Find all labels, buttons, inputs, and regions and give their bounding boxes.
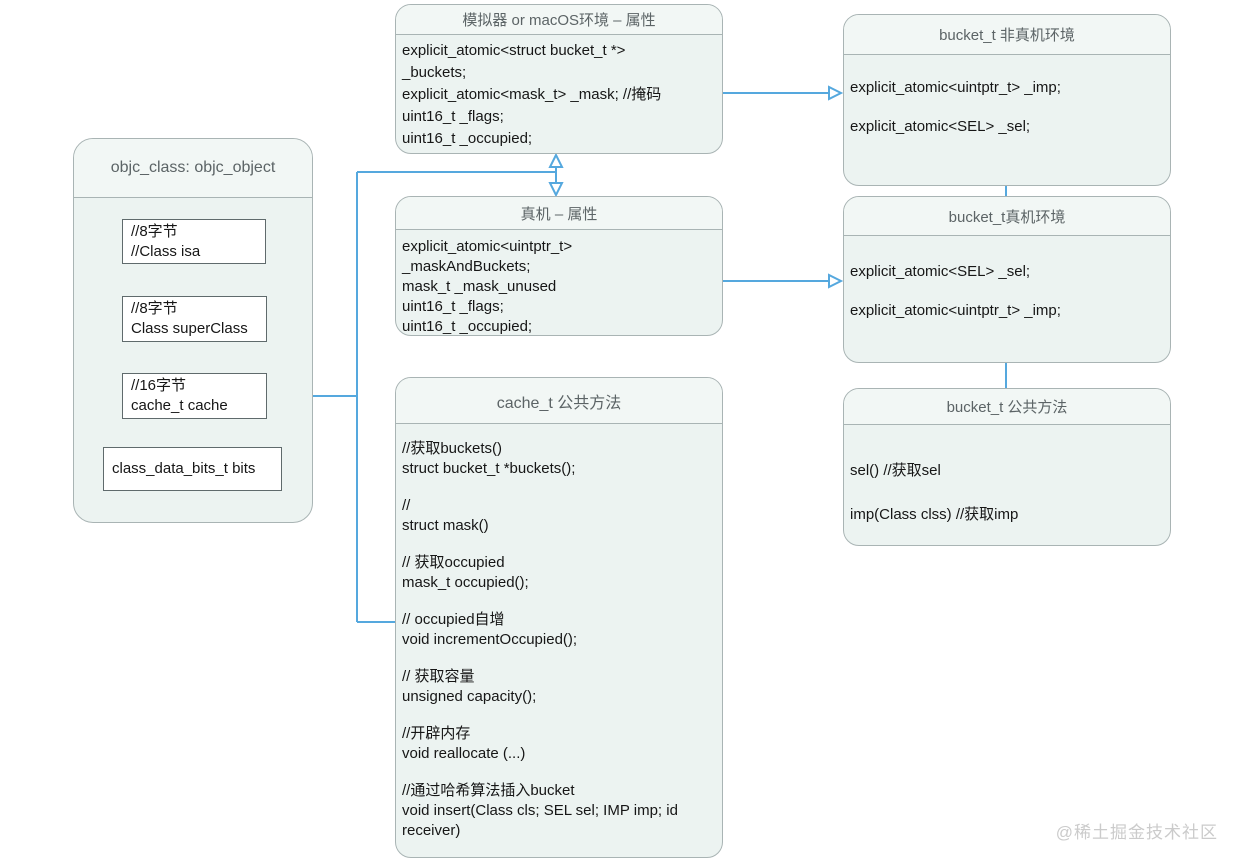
bucket-sim-imp: explicit_atomic<uintptr_t> _imp; xyxy=(850,79,1061,96)
cache-methods-title: cache_t 公共方法 xyxy=(396,378,722,424)
bucket-sim-title: bucket_t 非真机环境 xyxy=(844,15,1170,55)
simulator-props-box: 模拟器 or macOS环境 – 属性 explicit_atomic<stru… xyxy=(395,4,723,154)
method-code: mask_t occupied(); xyxy=(402,574,529,591)
arrowhead-down-icon xyxy=(548,182,564,198)
method-comment: //通过哈希算法插入bucket xyxy=(402,782,575,799)
simulator-prop-flags: uint16_t _flags; xyxy=(402,108,504,125)
device-prop-flags: uint16_t _flags; xyxy=(402,298,504,315)
method-code: struct mask() xyxy=(402,517,489,534)
method-comment: // 获取occupied xyxy=(402,554,505,571)
field-isa-comment: //8字节 xyxy=(131,223,178,240)
arrowhead-right-top-icon xyxy=(828,85,844,101)
field-cache-comment: //16字节 xyxy=(131,377,187,394)
method-comment: // 获取容量 xyxy=(402,668,475,685)
cache-method-insert: //通过哈希算法插入bucket void insert(Class cls; … xyxy=(402,781,714,841)
simulator-prop-buckets: explicit_atomic<struct bucket_t *> _buck… xyxy=(402,42,626,81)
bucket-device-sel: explicit_atomic<SEL> _sel; xyxy=(850,263,1031,280)
field-isa-code: //Class isa xyxy=(131,243,201,260)
method-code: void reallocate (...) xyxy=(402,745,526,762)
objc-class-box-title: objc_class: objc_object xyxy=(74,139,312,198)
cache-method-capacity: // 获取容量 unsigned capacity(); xyxy=(402,667,714,707)
objc-class-box: objc_class: objc_object //8字节 //Class is… xyxy=(73,138,313,523)
bucket-method-imp: imp(Class clss) //获取imp xyxy=(850,506,1019,523)
bucket-device-imp: explicit_atomic<uintptr_t> _imp; xyxy=(850,302,1061,319)
bucket-methods-box: bucket_t 公共方法 sel() //获取sel imp(Class cl… xyxy=(843,388,1171,546)
simulator-props-title: 模拟器 or macOS环境 – 属性 xyxy=(396,5,722,35)
bucket-methods-body: sel() //获取sel imp(Class clss) //获取imp xyxy=(844,425,1170,526)
cache-methods-body: //获取buckets() struct bucket_t *buckets()… xyxy=(396,424,722,841)
field-cache-code: cache_t cache xyxy=(131,397,228,414)
field-box-isa: //8字节 //Class isa xyxy=(122,219,266,264)
field-box-cache: //16字节 cache_t cache xyxy=(122,373,267,419)
watermark: @稀土掘金技术社区 xyxy=(1055,823,1218,842)
field-box-bits: class_data_bits_t bits xyxy=(103,447,282,491)
field-superclass-comment: //8字节 xyxy=(131,300,178,317)
method-comment: // occupied自增 xyxy=(402,611,505,628)
bucket-sim-sel: explicit_atomic<SEL> _sel; xyxy=(850,118,1031,135)
arrowhead-right-mid-icon xyxy=(828,273,844,289)
simulator-props-body: explicit_atomic<struct bucket_t *> _buck… xyxy=(396,35,722,150)
bucket-device-body: explicit_atomic<SEL> _sel; explicit_atom… xyxy=(844,236,1170,322)
device-props-title: 真机 – 属性 xyxy=(396,197,722,230)
device-props-body: explicit_atomic<uintptr_t> _maskAndBucke… xyxy=(396,230,722,337)
cache-method-incrementoccupied: // occupied自增 void incrementOccupied(); xyxy=(402,610,714,650)
cache-method-reallocate: //开辟内存 void reallocate (...) xyxy=(402,724,714,764)
bucket-method-sel: sel() //获取sel xyxy=(850,462,941,479)
field-box-superclass: //8字节 Class superClass xyxy=(122,296,267,342)
method-code: unsigned capacity(); xyxy=(402,688,537,705)
cache-method-occupied: // 获取occupied mask_t occupied(); xyxy=(402,553,714,593)
device-prop-maskunused: mask_t _mask_unused xyxy=(402,278,557,295)
method-code: void incrementOccupied(); xyxy=(402,631,578,648)
bucket-sim-body: explicit_atomic<uintptr_t> _imp; explici… xyxy=(844,55,1170,138)
device-prop-maskandbuckets: explicit_atomic<uintptr_t> _maskAndBucke… xyxy=(402,238,573,275)
method-comment: //获取buckets() xyxy=(402,440,503,457)
bucket-sim-box: bucket_t 非真机环境 explicit_atomic<uintptr_t… xyxy=(843,14,1171,186)
field-bits-code: class_data_bits_t bits xyxy=(112,460,256,477)
cache-methods-box: cache_t 公共方法 //获取buckets() struct bucket… xyxy=(395,377,723,858)
device-prop-occupied: uint16_t _occupied; xyxy=(402,318,533,335)
bucket-device-box: bucket_t真机环境 explicit_atomic<SEL> _sel; … xyxy=(843,196,1171,363)
device-props-box: 真机 – 属性 explicit_atomic<uintptr_t> _mask… xyxy=(395,196,723,336)
cache-method-mask: // struct mask() xyxy=(402,496,714,536)
simulator-prop-mask: explicit_atomic<mask_t> _mask; //掩码 xyxy=(402,86,662,103)
simulator-prop-occupied: uint16_t _occupied; xyxy=(402,130,533,147)
method-comment: //开辟内存 xyxy=(402,725,471,742)
method-code: void insert(Class cls; SEL sel; IMP imp;… xyxy=(402,802,678,839)
arrowhead-up-icon xyxy=(548,152,564,168)
method-code: struct bucket_t *buckets(); xyxy=(402,460,576,477)
bucket-device-title: bucket_t真机环境 xyxy=(844,197,1170,236)
field-superclass-code: Class superClass xyxy=(131,320,248,337)
method-comment: // xyxy=(402,497,411,514)
cache-method-buckets: //获取buckets() struct bucket_t *buckets()… xyxy=(402,439,714,479)
bucket-methods-title: bucket_t 公共方法 xyxy=(844,389,1170,425)
